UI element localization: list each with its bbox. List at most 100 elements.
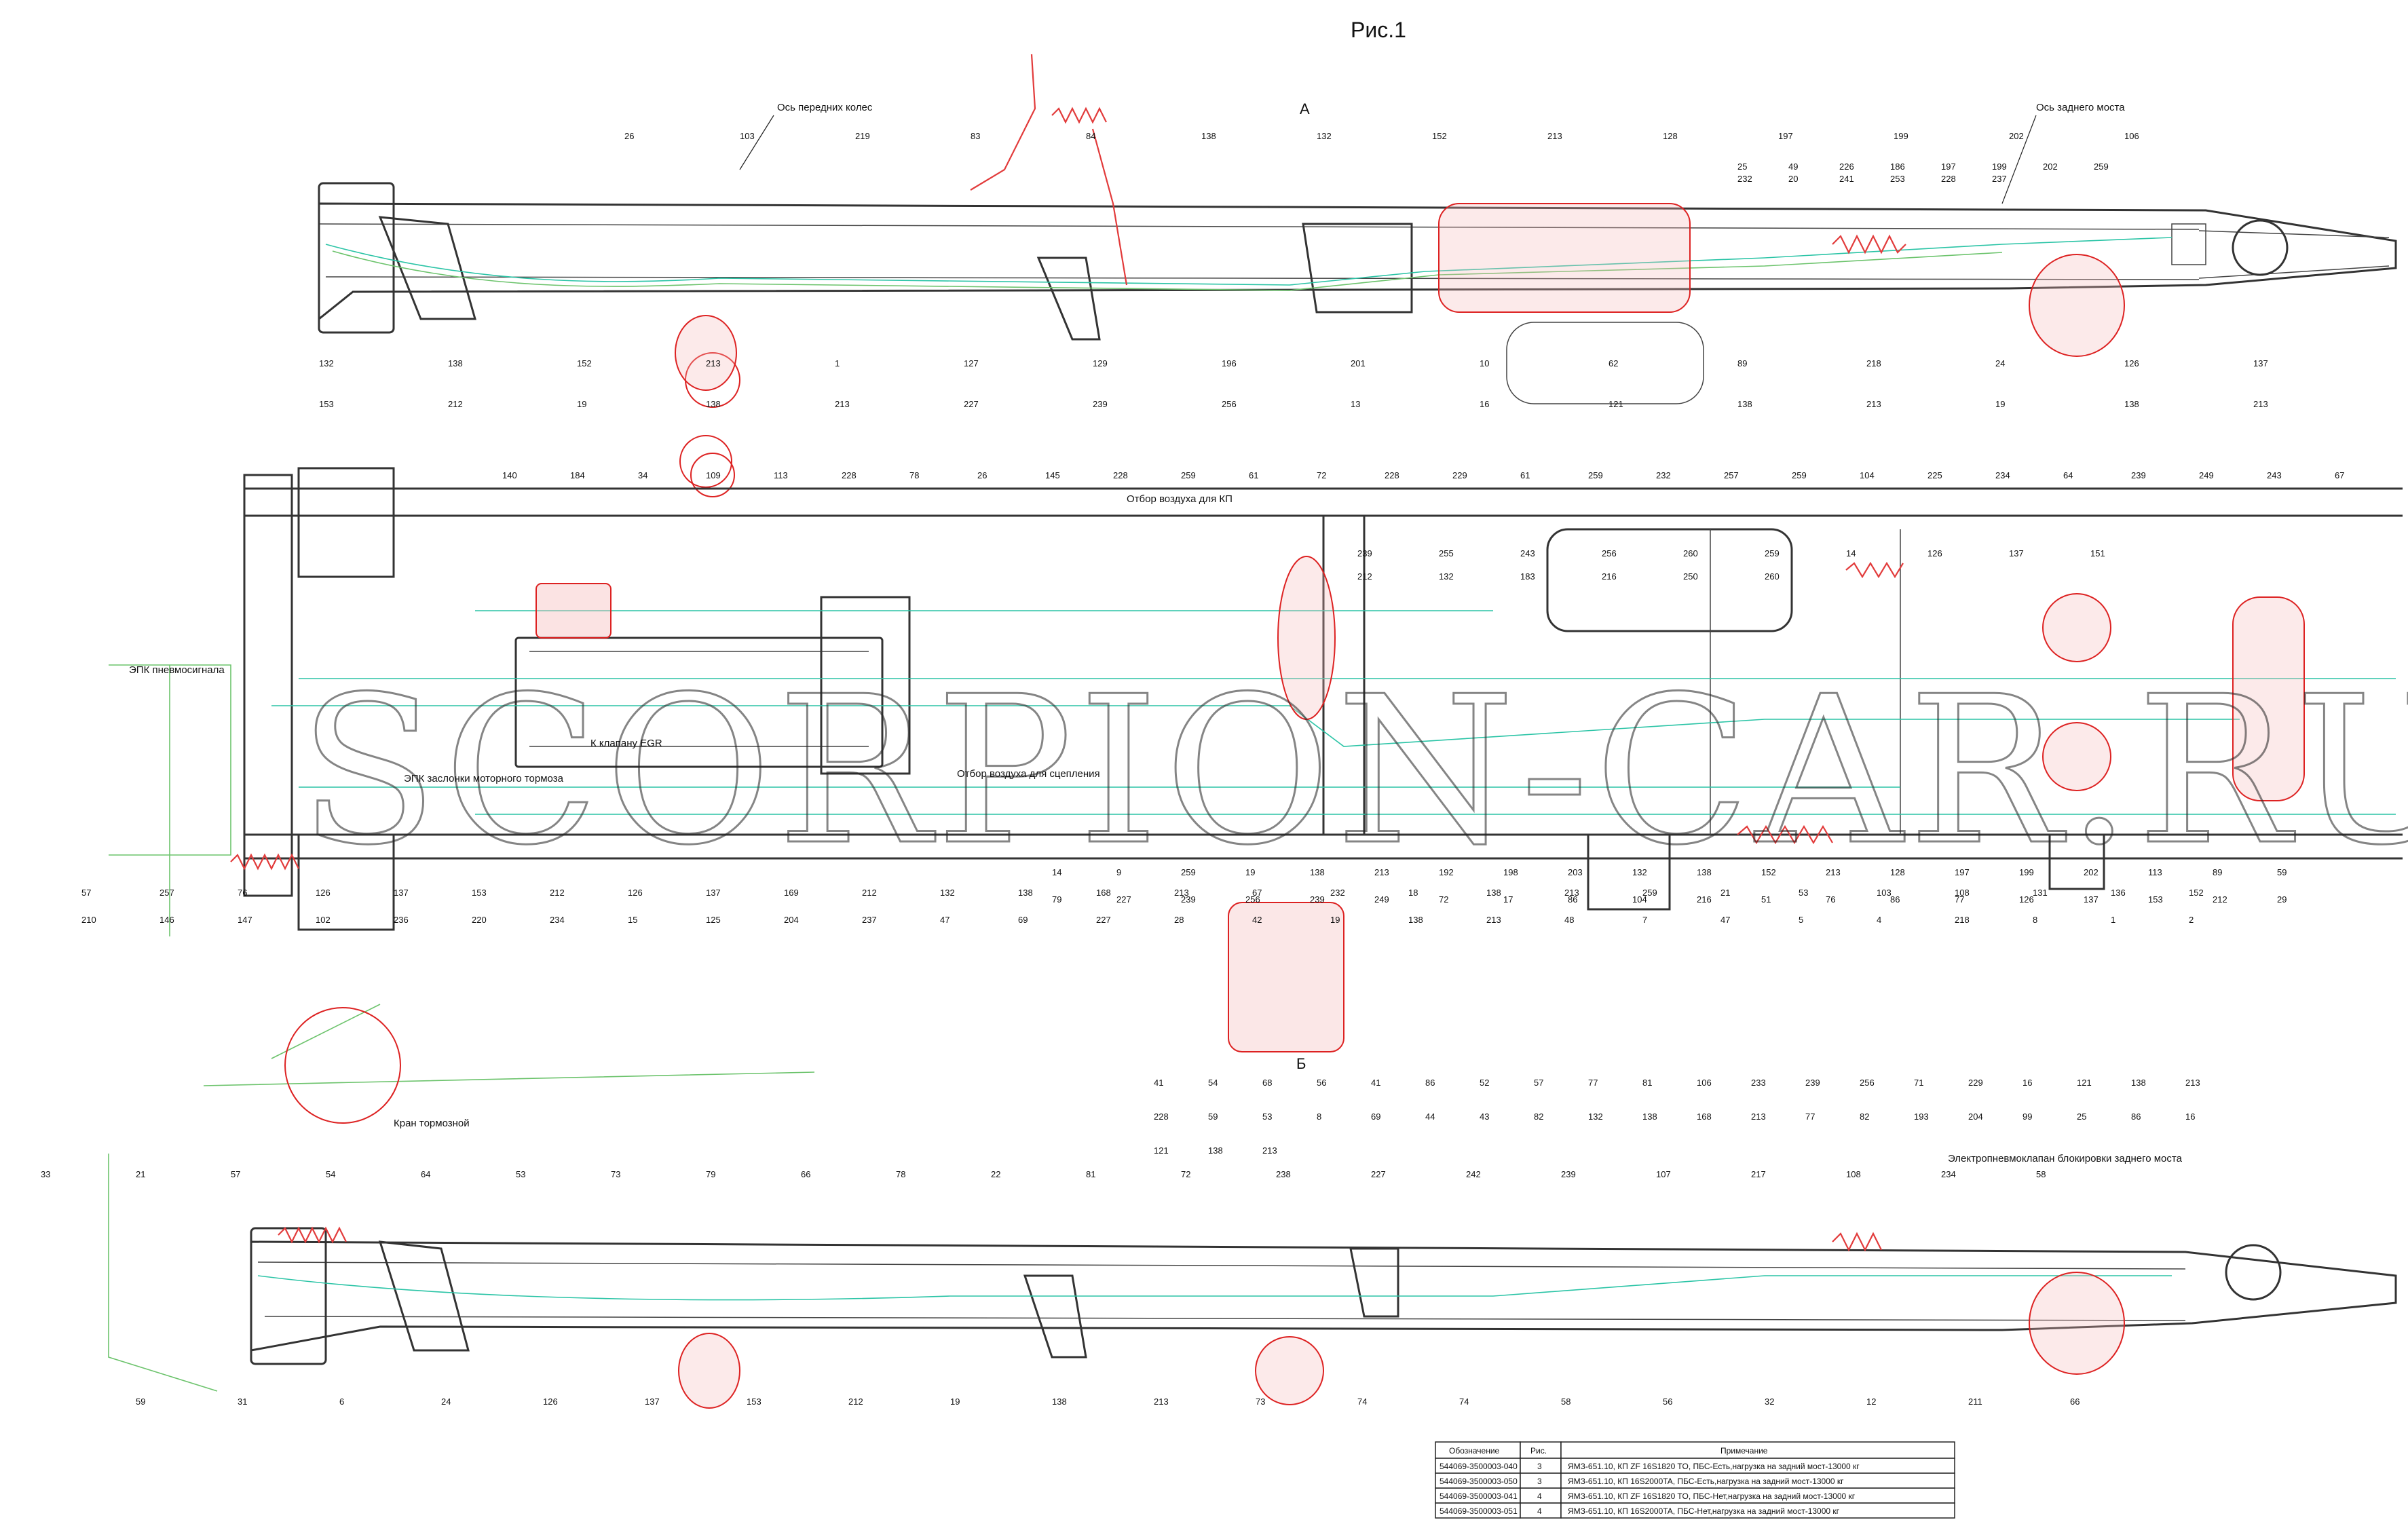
callout-number: 57 — [1534, 1078, 1543, 1088]
table-cell: 3 — [1537, 1477, 1542, 1486]
callout-number: 69 — [1371, 1112, 1380, 1122]
callout-number: 81 — [1086, 1169, 1095, 1179]
callout-number: 218 — [1955, 915, 1970, 925]
callout-number: 138 — [1201, 131, 1216, 141]
callout-number: 213 — [1486, 915, 1501, 925]
callout-number: 64 — [2063, 470, 2073, 480]
callout-number: 121 — [1609, 399, 1623, 409]
callout-number: 104 — [1632, 894, 1647, 905]
callout-number: 41 — [1371, 1078, 1380, 1088]
callout-number: 202 — [2009, 131, 2024, 141]
callout-number: 204 — [784, 915, 799, 925]
callout-number: 24 — [1995, 358, 2005, 368]
note-egr: К клапану EGR — [590, 738, 662, 749]
callout-number: 89 — [2213, 867, 2222, 877]
callout-number: 213 — [1374, 867, 1389, 877]
callout-number: 82 — [1534, 1112, 1543, 1122]
callout-number: 234 — [550, 915, 565, 925]
table-cell: 4 — [1537, 1492, 1542, 1501]
callout-number: 138 — [1642, 1112, 1657, 1122]
callout-number: 213 — [1866, 399, 1881, 409]
callout-number: 229 — [1452, 470, 1467, 480]
table-header-note: Примечание — [1720, 1446, 1768, 1456]
callout-number: 145 — [1045, 470, 1060, 480]
callout-number: 132 — [319, 358, 334, 368]
view-label-a: А — [1300, 100, 1310, 117]
callout-number: 232 — [1737, 174, 1752, 184]
callout-number: 79 — [706, 1169, 715, 1179]
callout-number: 228 — [1154, 1112, 1169, 1122]
callout-number: 74 — [1459, 1396, 1469, 1407]
callout-number: 42 — [1252, 915, 1262, 925]
callout-number: 26 — [624, 131, 634, 141]
callout-number: 25 — [2077, 1112, 2086, 1122]
callout-number: 233 — [1751, 1078, 1766, 1088]
callout-number: 228 — [1113, 470, 1128, 480]
callout-number: 138 — [2124, 399, 2139, 409]
callout-number: 78 — [896, 1169, 905, 1179]
callout-number: 4 — [1877, 915, 1881, 925]
callout-number: 249 — [1374, 894, 1389, 905]
callout-number: 131 — [2033, 888, 2048, 898]
callout-number: 192 — [1439, 867, 1454, 877]
callout-number: 109 — [706, 470, 721, 480]
callout-number: 16 — [1480, 399, 1489, 409]
callout-number: 138 — [1737, 399, 1752, 409]
callout-number: 152 — [2189, 888, 2204, 898]
callout-number: 73 — [1256, 1396, 1265, 1407]
callout-number: 74 — [1357, 1396, 1367, 1407]
callout-number: 232 — [1330, 888, 1345, 898]
callout-number: 132 — [1588, 1112, 1603, 1122]
callout-number: 48 — [1564, 915, 1574, 925]
callout-number: 61 — [1249, 470, 1258, 480]
callout-number: 76 — [1826, 894, 1835, 905]
variants-table: Обозначение Рис. Примечание 544069-35000… — [1435, 1441, 1955, 1519]
callout-number: 137 — [706, 888, 721, 898]
callout-number: 239 — [1357, 548, 1372, 558]
callout-number: 106 — [2124, 131, 2139, 141]
callout-number: 128 — [1890, 867, 1905, 877]
callout-number: 64 — [421, 1169, 430, 1179]
callout-number: 197 — [1778, 131, 1793, 141]
callout-number: 86 — [1425, 1078, 1435, 1088]
callout-number: 24 — [441, 1396, 451, 1407]
callout-number: 19 — [577, 399, 586, 409]
callout-number: 56 — [1317, 1078, 1326, 1088]
callout-number: 137 — [394, 888, 409, 898]
callout-number: 151 — [2090, 548, 2105, 558]
callout-number: 103 — [1877, 888, 1892, 898]
callout-number: 213 — [1154, 1396, 1169, 1407]
callout-number: 199 — [1894, 131, 1908, 141]
note-epk-engine: ЭПК заслонки моторного тормоза — [404, 773, 564, 784]
table-cell: ЯМЗ-651.10, КП ZF 16S1820 TO, ПБС-Есть,н… — [1568, 1462, 1860, 1471]
callout-number: 216 — [1697, 894, 1712, 905]
callout-number: 259 — [1588, 470, 1603, 480]
note-clutch-air: Отбор воздуха для сцепления — [957, 768, 1100, 780]
callout-number: 15 — [628, 915, 637, 925]
callout-number: 153 — [2148, 894, 2163, 905]
callout-number: 227 — [1096, 915, 1111, 925]
callout-number: 132 — [1317, 131, 1332, 141]
callout-number: 228 — [1941, 174, 1956, 184]
callout-number: 33 — [41, 1169, 50, 1179]
callout-number: 140 — [502, 470, 517, 480]
callout-number: 121 — [2077, 1078, 2092, 1088]
callout-number: 138 — [1697, 867, 1712, 877]
callout-number: 62 — [1609, 358, 1618, 368]
callout-number: 66 — [2070, 1396, 2080, 1407]
callout-number: 9 — [1116, 867, 1121, 877]
callout-number: 212 — [550, 888, 565, 898]
callout-number: 79 — [1052, 894, 1061, 905]
callout-number: 41 — [1154, 1078, 1163, 1088]
callout-number: 99 — [2023, 1112, 2032, 1122]
callout-number: 239 — [1181, 894, 1196, 905]
callout-number: 256 — [1222, 399, 1237, 409]
callout-number: 243 — [1520, 548, 1535, 558]
callout-number: 71 — [1914, 1078, 1923, 1088]
callout-number: 1 — [835, 358, 840, 368]
callout-number: 32 — [1765, 1396, 1774, 1407]
callout-number: 229 — [1968, 1078, 1983, 1088]
callout-number: 136 — [2111, 888, 2126, 898]
